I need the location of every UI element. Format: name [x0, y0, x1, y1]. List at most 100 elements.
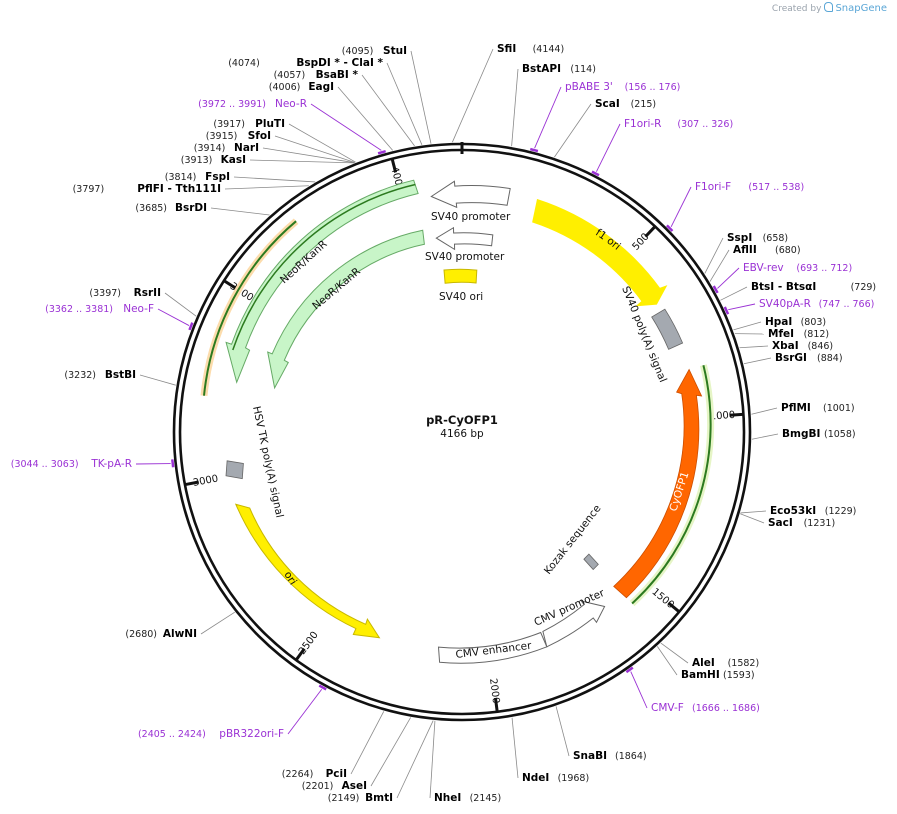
site-label-bmgbi[interactable]: BmgBI(1058): [782, 428, 856, 440]
primer-label-neof[interactable]: Neo-F(3362 .. 3381): [45, 303, 154, 315]
tick-label: 1500: [649, 586, 676, 611]
site-label-nari[interactable]: NarI(3914): [194, 142, 259, 154]
site-leader: [555, 706, 570, 757]
tick-mark: [224, 279, 237, 290]
site-leader: [210, 207, 270, 216]
site-name: XbaI: [772, 340, 799, 352]
site-label-bsabi[interactable]: BsaBI *(4057): [274, 69, 359, 81]
primer-label-sv40par[interactable]: SV40pA-R(747 .. 766): [759, 298, 874, 310]
primer-leader: [157, 308, 190, 326]
site-leader: [274, 135, 355, 163]
feature-neo-kanr-outer-edge: [232, 183, 416, 351]
site-label-fspi[interactable]: FspI(3814): [165, 171, 230, 183]
site-label-alei[interactable]: AleI(1582): [692, 657, 759, 669]
feature-sv40-promoter-inner[interactable]: [435, 226, 494, 251]
primer-label-f1orif[interactable]: F1ori-F(517 .. 538): [695, 181, 804, 193]
site-label-kasi[interactable]: KasI(3913): [181, 154, 246, 166]
site-label-bsrdi[interactable]: BsrDI(3685): [135, 202, 207, 214]
site-label-alwni[interactable]: AlwNI(2680): [125, 628, 197, 640]
feature-label-sv40-promoter-inner: SV40 promoter: [425, 251, 505, 263]
primer-range: (2405 .. 2424): [138, 729, 206, 740]
primer-label-ebvrev[interactable]: EBV-rev (693 .. 712): [743, 262, 852, 274]
feature-sv40-polya[interactable]: [651, 308, 684, 350]
site-label-asei[interactable]: AseI(2201): [302, 780, 367, 792]
site-label-eagi[interactable]: EagI(4006): [269, 81, 334, 93]
primer-range: (747 .. 766): [819, 299, 875, 310]
site-position: (2680): [125, 629, 157, 640]
feature-cmv-enhancer[interactable]: [437, 631, 548, 664]
site-leader: [410, 50, 432, 144]
site-label-pcii[interactable]: PciI(2264): [282, 768, 347, 780]
primer-label-f1orir[interactable]: F1ori-R(307 .. 326): [624, 118, 733, 130]
primer-range: (693 .. 712): [796, 263, 852, 274]
feature-f1-ori[interactable]: [532, 198, 668, 307]
site-label-bstbi[interactable]: BstBI(3232): [64, 369, 136, 381]
primer-label-pbabe3[interactable]: pBABE 3'(156 .. 176): [565, 81, 680, 93]
site-leader: [370, 717, 412, 787]
site-position: (3797): [73, 184, 105, 195]
site-position: (3914): [194, 143, 226, 154]
primer-name: F1ori-F: [695, 181, 731, 193]
site-name: BstAPI: [522, 63, 561, 75]
feature-label-hsv-tk-polya: HSV TK poly(A) signal: [250, 405, 285, 519]
site-leader: [200, 611, 235, 635]
primer-label-neor[interactable]: Neo-R(3972 .. 3991): [198, 98, 307, 110]
site-labels: SfiI(4144)BstAPI(114)ScaI(215)SspI(658)A…: [64, 43, 876, 804]
site-leaders: [139, 48, 779, 799]
site-label-pflfi[interactable]: PflFI - Tth111I(3797): [73, 183, 221, 195]
feature-cmv-promoter[interactable]: [542, 600, 606, 648]
watermark-prefix: Created by: [771, 4, 822, 14]
site-label-mfei[interactable]: MfeI(812): [768, 328, 829, 340]
site-name: BsrDI: [175, 202, 207, 214]
primer-leader: [287, 688, 323, 735]
primer-leader: [728, 303, 756, 311]
primer-leader: [717, 267, 740, 289]
primer-label-tkpar[interactable]: TK-pA-R(3044 .. 3063): [11, 458, 132, 470]
site-label-xbai[interactable]: XbaI(846): [772, 340, 833, 352]
site-label-bamhi[interactable]: BamHI(1593): [681, 669, 755, 681]
site-label-ndei[interactable]: NdeI(1968): [522, 772, 589, 784]
primer-name: EBV-rev: [743, 262, 784, 274]
feature-hsv-tk-polya[interactable]: [225, 460, 244, 480]
site-label-eco53ki[interactable]: Eco53kI(1229): [770, 505, 856, 517]
feature-sv40-promoter-outer[interactable]: [430, 180, 511, 209]
site-label-saci[interactable]: SacI(1231): [768, 517, 835, 529]
site-leader: [350, 711, 385, 775]
feature-neo-kanr-inner[interactable]: [267, 229, 425, 390]
site-label-sspi[interactable]: SspI(658): [727, 232, 788, 244]
primer-range: (1666 .. 1686): [692, 703, 760, 714]
site-label-bsrgi[interactable]: BsrGI(884): [775, 352, 843, 364]
site-position: (658): [763, 233, 789, 244]
primer-label-pbr322orif[interactable]: pBR322ori-F(2405 .. 2424): [138, 728, 284, 740]
site-label-btsi[interactable]: BtsI - BtsαI(729): [751, 281, 876, 293]
site-name: NheI: [434, 792, 461, 804]
site-position: (884): [817, 353, 843, 364]
site-label-rsrii[interactable]: RsrII(3397): [89, 287, 161, 299]
feature-neo-outline: [203, 220, 297, 396]
site-position: (3232): [64, 370, 96, 381]
feature-neo-kanr-outer[interactable]: [225, 179, 419, 384]
site-label-sfoi[interactable]: SfoI(3915): [206, 130, 271, 142]
site-label-nhei[interactable]: NheI(2145): [434, 792, 501, 804]
site-label-bmti[interactable]: BmtI(2149): [328, 792, 393, 804]
feature-sv40-ori[interactable]: [443, 268, 478, 284]
primer-label-cmvf[interactable]: CMV-F(1666 .. 1686): [651, 702, 760, 714]
site-label-aflii[interactable]: AflII(680): [733, 244, 801, 256]
tick-mark: [493, 697, 499, 711]
tick-mark: [667, 601, 680, 613]
primer-range: (3362 .. 3381): [45, 304, 113, 315]
site-label-hpai[interactable]: HpaI(803): [765, 316, 826, 328]
site-label-bstapi[interactable]: BstAPI(114): [522, 63, 596, 75]
feature-kozak-sequence[interactable]: [583, 553, 599, 571]
site-label-bspdi[interactable]: BspDI * - ClaI *(4074): [228, 57, 383, 69]
feature-ori[interactable]: [234, 503, 381, 639]
site-label-pluti[interactable]: PluTI(3917): [213, 118, 285, 130]
site-label-scai[interactable]: ScaI(215): [595, 98, 656, 110]
feature-cyofp1[interactable]: [613, 368, 703, 599]
site-label-sfii[interactable]: SfiI(4144): [497, 43, 564, 55]
site-position: (3397): [89, 288, 121, 299]
site-label-stui[interactable]: StuI(4095): [342, 45, 407, 57]
site-label-pflmi[interactable]: PflMI(1001): [781, 402, 855, 414]
site-label-snabi[interactable]: SnaBI(1864): [573, 750, 647, 762]
primer-mark: [377, 149, 387, 155]
